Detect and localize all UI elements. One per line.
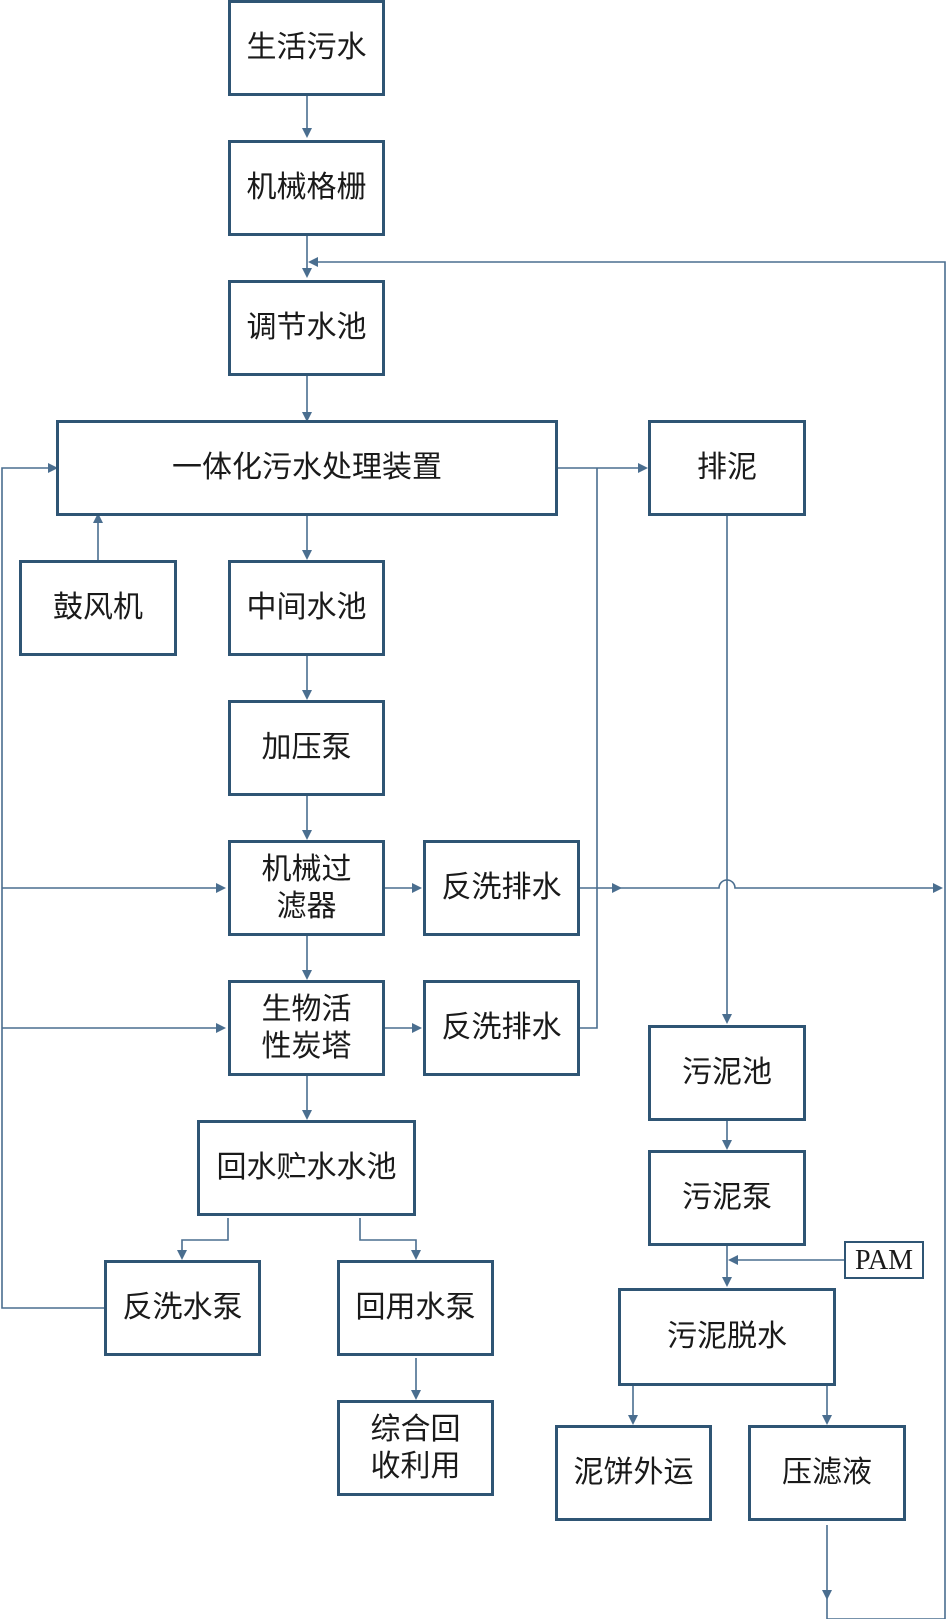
arrowhead [216,1023,226,1033]
arrowhead [722,1277,732,1287]
arrowhead [302,268,312,278]
node-label-line2: 性炭塔 [261,1029,352,1064]
arrowhead [411,1250,421,1260]
node-booster-pump: 加压泵 [228,700,385,796]
arrowhead [628,1415,638,1425]
node-comprehensive-reuse: 综合回收利用 [337,1400,494,1496]
arrowhead [822,1415,832,1425]
node-label: 压滤液 [782,1455,872,1491]
drain-to-recycle-line [580,879,940,889]
node-bio-carbon-tower: 生物活性炭塔 [228,980,385,1076]
arrowhead [177,1250,187,1260]
arrowhead [612,883,622,893]
arrowhead [308,257,318,267]
node-label: 反洗排水 [441,870,562,906]
node-label: 反洗水泵 [122,1290,243,1326]
node-label: 调节水池 [246,310,367,346]
node-backwash-drain-2: 反洗排水 [423,980,580,1076]
node-label: 回用水泵 [355,1290,476,1326]
node-label: 污泥脱水 [667,1319,787,1355]
arrowhead [302,1110,312,1120]
arrowhead [216,883,226,893]
node-cake-transport: 泥饼外运 [555,1425,712,1521]
node-label: 机械格栅 [246,170,367,206]
arrowhead [728,1255,738,1265]
arrowhead [412,1023,422,1033]
node-label: 鼓风机 [53,590,143,626]
arrowhead [302,690,312,700]
node-sludge-tank: 污泥池 [648,1025,806,1121]
node-label: 污泥池 [682,1055,772,1091]
node-label: PAM [854,1244,914,1276]
node-label: 污泥泵 [682,1180,772,1216]
node-sludge-dewatering: 污泥脱水 [618,1288,836,1386]
node-sludge-discharge: 排泥 [648,420,806,516]
node-label-line2: 收利用 [370,1449,461,1484]
arrowhead [933,883,943,893]
arrowhead [722,1014,732,1024]
connector-storage-backwashpump [181,1218,229,1255]
arrowhead [822,1590,832,1600]
arrowhead [411,1390,421,1400]
connector-storage-reusepump [359,1218,417,1255]
arrowhead [302,128,312,138]
node-mechanical-filter: 机械过滤器 [228,840,385,936]
node-label: 排泥 [697,450,757,486]
arrowhead [722,1140,732,1150]
arrowhead [93,513,103,523]
node-middle-tank: 中间水池 [228,560,385,656]
node-pam: PAM [844,1241,924,1279]
arrowhead [48,463,58,473]
node-mechanical-grille: 机械格栅 [228,140,385,236]
node-label-line1: 生物活 [261,991,352,1027]
filtrate-to-recycle-line [826,1525,945,1619]
arrowhead [302,412,312,422]
node-filtrate: 压滤液 [748,1425,906,1521]
node-reuse-storage-tank: 回水贮水水池 [197,1120,416,1216]
node-integrated-device: 一体化污水处理装置 [56,420,558,516]
node-label: 回水贮水水池 [216,1150,397,1186]
arrowhead [302,830,312,840]
arrowhead [302,970,312,980]
node-regulating-tank: 调节水池 [228,280,385,376]
node-backwash-drain-1: 反洗排水 [423,840,580,936]
node-label-line1: 综合回 [370,1411,461,1447]
node-label: 中间水池 [246,590,367,626]
node-label: 一体化污水处理装置 [172,450,442,486]
node-label: 泥饼外运 [573,1455,694,1491]
node-blower: 鼓风机 [19,560,177,656]
node-reuse-pump: 回用水泵 [337,1260,494,1356]
node-sludge-pump: 污泥泵 [648,1150,806,1246]
arrowhead [638,463,648,473]
node-label: 反洗排水 [441,1010,562,1046]
recycle-return-line [314,261,946,1619]
arrowhead [412,883,422,893]
backwash-drain-return-line [580,468,598,1029]
node-label-line2: 滤器 [276,889,337,924]
node-label: 生活污水 [246,30,367,66]
node-backwash-pump: 反洗水泵 [104,1260,261,1356]
node-label-line1: 机械过 [261,851,352,887]
arrowhead [302,550,312,560]
node-domestic-sewage: 生活污水 [228,0,385,96]
node-label: 加压泵 [261,730,352,766]
